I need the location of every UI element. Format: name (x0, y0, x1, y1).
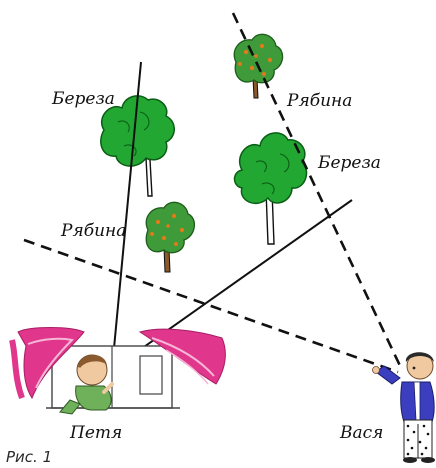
label-birch-left: Береза (51, 89, 115, 109)
birch-tree-left (101, 96, 174, 196)
label-petya: Петя (69, 423, 122, 443)
rowan-tree-left (146, 202, 194, 272)
label-vasya: Вася (339, 423, 383, 443)
label-rowan-top: Рябина (286, 91, 352, 111)
vasya-figure (373, 352, 436, 463)
label-rowan-left: Рябина (60, 221, 126, 241)
birch-tree-right (235, 133, 307, 244)
label-birch-right: Береза (317, 153, 381, 173)
window-with-petya (12, 328, 225, 415)
figure-caption: Рис. 1 (6, 448, 52, 466)
